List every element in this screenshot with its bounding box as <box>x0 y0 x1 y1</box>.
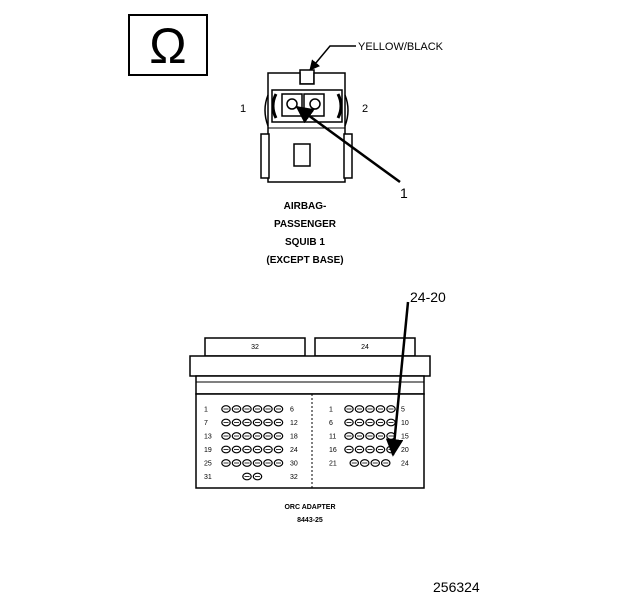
airbag-squib-connector <box>260 69 353 183</box>
adapter-part-number: 8443-25 <box>297 517 323 524</box>
squib-caption: AIRBAG- PASSENGER SQUIB 1 (EXCEPT BASE) <box>266 201 343 266</box>
pin-row-start-label: 21 <box>329 461 337 468</box>
pin-label-left: 1 <box>240 103 246 115</box>
caption-line: SQUIB 1 <box>285 237 325 248</box>
pin-row-start-label: 6 <box>329 420 333 427</box>
callout-arrow-bottom <box>385 301 410 457</box>
ohm-icon: Ω <box>149 18 186 74</box>
pin-row-end-label: 24 <box>401 461 409 468</box>
pin-row-start-label: 31 <box>204 474 212 481</box>
caption-line: (EXCEPT BASE) <box>266 255 343 266</box>
wire-leader-line <box>309 45 356 71</box>
callout-label-top: 1 <box>400 185 408 201</box>
pin-row-start-label: 25 <box>204 461 212 468</box>
pin-row-start-label: 13 <box>204 434 212 441</box>
pin-row-end-label: 32 <box>290 474 298 481</box>
pin-label-right: 2 <box>362 103 368 115</box>
caption-line: AIRBAG- <box>284 201 327 212</box>
pin-row-end-label: 24 <box>290 447 298 454</box>
pin-row-end-label: 18 <box>290 434 298 441</box>
caption-line: PASSENGER <box>274 219 337 230</box>
pin-row-end-label: 30 <box>290 461 298 468</box>
pin-row-end-label: 12 <box>290 420 298 427</box>
pin-row-end-label: 20 <box>401 447 409 454</box>
ohm-symbol-box: Ω <box>128 14 208 76</box>
tab-label-right: 24 <box>361 344 369 351</box>
pin-row-end-label: 15 <box>401 434 409 441</box>
pin-grid-left: 1 6 7 12 13 18 19 24 25 30 31 32 <box>204 405 298 481</box>
pin-row-start-label: 1 <box>329 407 333 414</box>
callout-arrow-top <box>295 105 401 184</box>
pin-row-start-label: 16 <box>329 447 337 454</box>
pin-row-start-label: 1 <box>204 407 208 414</box>
figure-number: 256324 <box>433 579 480 595</box>
tab-label-left: 32 <box>251 344 259 351</box>
adapter-caption: ORC ADAPTER <box>284 504 335 511</box>
pin-row-start-label: 7 <box>204 420 208 427</box>
pin-row-start-label: 19 <box>204 447 212 454</box>
pin-row-end-label: 10 <box>401 420 409 427</box>
pin-row-end-label: 6 <box>290 407 294 414</box>
pin-row-end-label: 5 <box>401 407 405 414</box>
wire-color-label: YELLOW/BLACK <box>358 41 444 53</box>
callout-label-bottom: 24-20 <box>410 289 446 305</box>
pin-row-start-label: 11 <box>329 434 336 441</box>
